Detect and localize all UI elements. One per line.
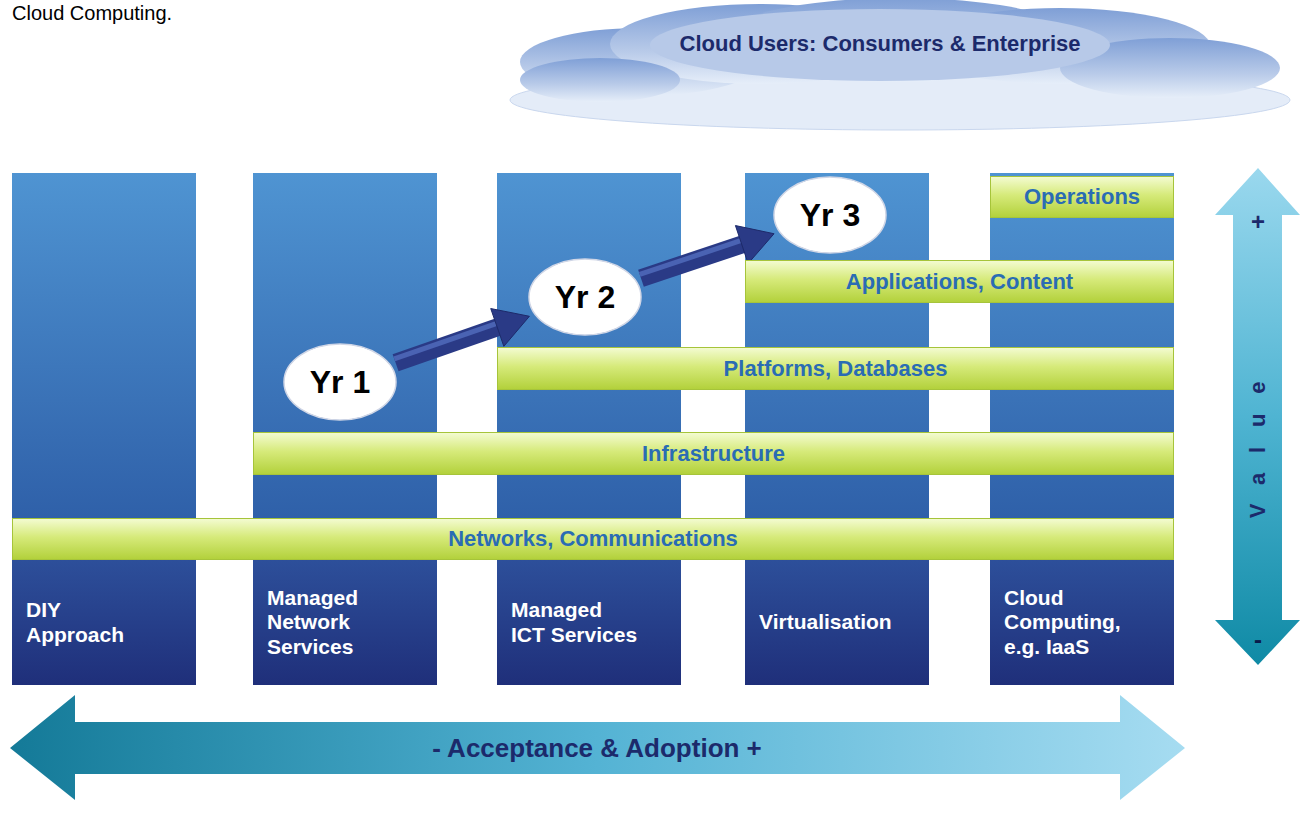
layer-band: Infrastructure	[253, 432, 1174, 475]
column-base	[253, 560, 437, 685]
column-base	[12, 560, 196, 685]
stage-column: DIY Approach	[12, 173, 196, 685]
adoption-arrow	[10, 695, 1185, 800]
cloud-shape	[510, 0, 1290, 130]
column-label: Managed Network Services	[267, 560, 417, 685]
layer-band: Platforms, Databases	[497, 347, 1174, 390]
value-plus: +	[1251, 208, 1265, 236]
column-base	[990, 560, 1174, 685]
page-caption: Cloud Computing.	[12, 2, 172, 25]
column-label: Cloud Computing, e.g. IaaS	[1004, 560, 1129, 685]
band-label: Networks, Communications	[448, 526, 738, 552]
column-body	[12, 173, 196, 560]
cloud-node: Cloud Users: Consumers & Enterprise	[520, 18, 1240, 70]
year-label: Yr 3	[800, 197, 860, 234]
year-ellipse: Yr 1	[282, 342, 398, 422]
adoption-axis-label: - Acceptance & Adoption +	[432, 733, 762, 764]
layer-band: Networks, Communications	[12, 518, 1174, 560]
year-label: Yr 2	[555, 279, 615, 316]
value-minus: -	[1254, 626, 1262, 654]
cloud-label: Cloud Users: Consumers & Enterprise	[680, 31, 1081, 57]
column-label: Managed ICT Services	[511, 560, 640, 685]
layer-band: Applications, Content	[745, 260, 1174, 303]
value-axis-label: Value	[1245, 362, 1271, 518]
stage-column: Cloud Computing, e.g. IaaS	[990, 173, 1174, 685]
stage-column: Managed Network Services	[253, 173, 437, 685]
column-label: DIY Approach	[26, 560, 136, 685]
band-label: Infrastructure	[642, 441, 785, 467]
year-ellipse: Yr 3	[772, 175, 888, 255]
column-label: Virtualisation	[759, 560, 929, 685]
band-label: Operations	[1024, 184, 1140, 210]
layer-band: Operations	[990, 176, 1174, 218]
column-base	[497, 560, 681, 685]
band-label: Applications, Content	[846, 269, 1073, 295]
band-label: Platforms, Databases	[724, 356, 948, 382]
column-base	[745, 560, 929, 685]
year-label: Yr 1	[310, 364, 370, 401]
year-ellipse: Yr 2	[527, 257, 643, 337]
value-arrow	[1215, 168, 1300, 665]
stage-column: Managed ICT Services	[497, 173, 681, 685]
